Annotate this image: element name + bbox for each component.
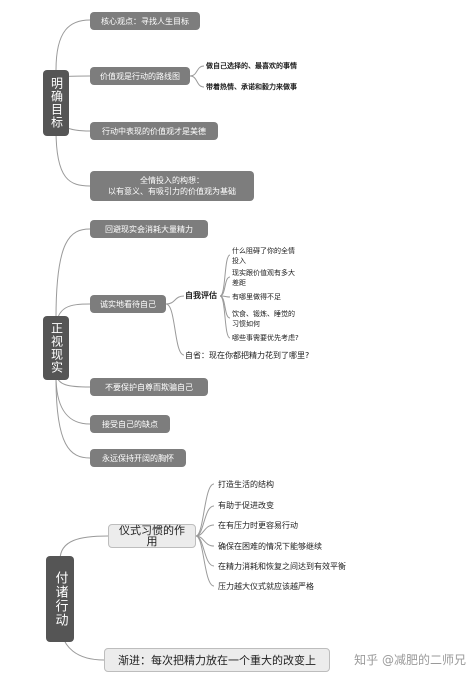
node-honest-self: 诚实地看待自己	[90, 295, 166, 313]
self-assessment-label: 自我评估	[185, 291, 217, 300]
root-label: 正视现实	[49, 322, 64, 374]
assess-item-3: 有哪里做得不足	[232, 293, 281, 301]
assess-item-4: 饮食、锻炼、睡觉的 习惯如何	[232, 310, 295, 328]
ritual-item-2: 有助于促进改变	[218, 501, 274, 510]
root-label: 付诸行动	[52, 571, 68, 627]
node-values-virtue: 行动中表现的价值观才是美德	[90, 122, 218, 140]
self-question: 自省：现在你都把精力花到了哪里?	[185, 351, 310, 360]
node-accept-flaws: 接受自己的缺点	[90, 415, 170, 433]
node-values-roadmap: 价值观是行动的路线图	[90, 67, 190, 85]
root-take-action: 付诸行动	[46, 556, 74, 642]
ritual-item-6: 压力越大仪式就应该越严格	[218, 582, 314, 591]
root-face-reality: 正视现实	[43, 316, 69, 380]
node-avoid-reality: 回避现实会消耗大量精力	[90, 220, 208, 238]
watermark: 知乎 @减肥的二师兄	[354, 653, 466, 667]
root-label: 明确目标	[49, 77, 64, 129]
node-open-mind: 永远保持开阔的胸怀	[90, 449, 186, 467]
sub-favorite-things: 做自己选择的、最喜欢的事情	[206, 62, 297, 70]
assess-item-2: 现实跟价值观有多大 差距	[232, 269, 295, 287]
node-gradual-change: 渐进：每次把精力放在一个重大的改变上	[104, 648, 330, 672]
assess-item-1: 什么阻碍了你的全情 投入	[232, 247, 295, 265]
node-core-viewpoint: 核心观点：寻找人生目标	[90, 12, 200, 30]
node-engagement-vision: 全情投入的构想： 以有意义、有吸引力的价值观为基础	[90, 171, 254, 201]
node-ritual-role: 仪式习惯的作用	[108, 524, 196, 548]
node-no-self-deception: 不要保护自尊而欺骗自己	[90, 378, 208, 396]
ritual-item-1: 打造生活的结构	[218, 480, 274, 489]
root-clarify-goals: 明确目标	[43, 70, 69, 136]
assess-item-5: 哪些事需要优先考虑?	[232, 334, 299, 342]
ritual-item-5: 在精力消耗和恢复之间达到有效平衡	[218, 562, 346, 571]
ritual-item-4: 确保在困难的情况下能够继续	[218, 542, 322, 551]
ritual-item-3: 在有压力时更容易行动	[218, 521, 298, 530]
sub-passion-commitment: 带着热情、承诺和毅力来做事	[206, 83, 297, 91]
